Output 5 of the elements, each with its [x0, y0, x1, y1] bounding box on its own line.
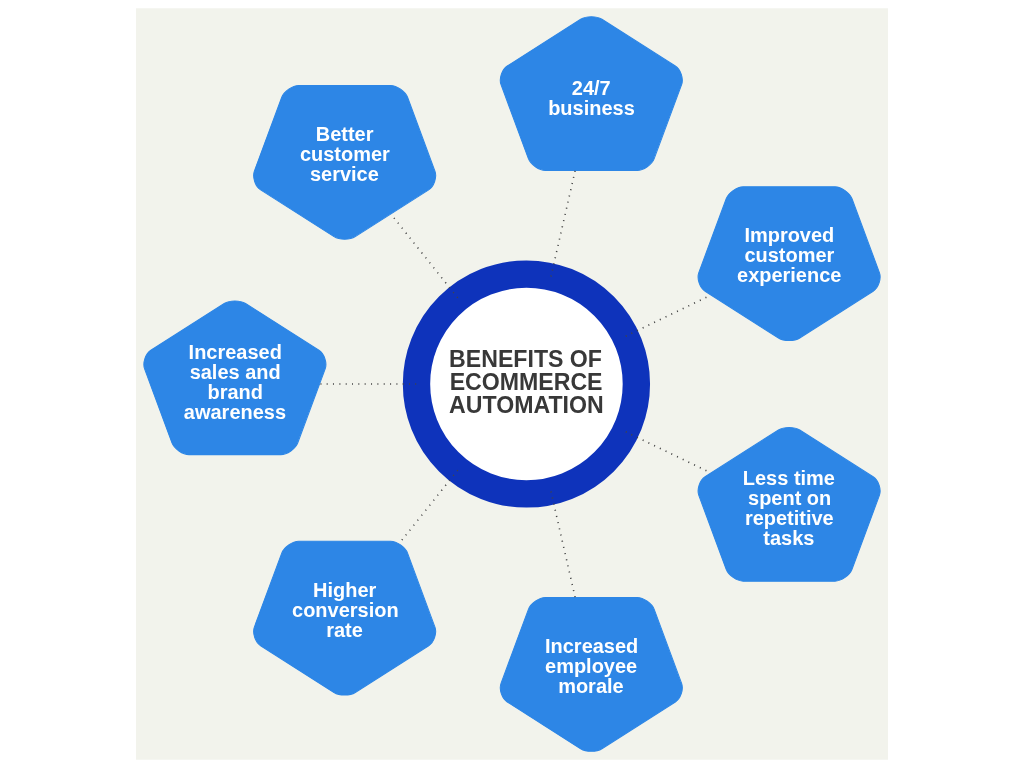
connector — [400, 469, 459, 542]
connector — [550, 490, 576, 598]
connector — [550, 170, 576, 278]
connector — [319, 383, 417, 385]
node-circle: BENEFITS OF ECOMMERCE AUTOMATION — [402, 260, 651, 508]
